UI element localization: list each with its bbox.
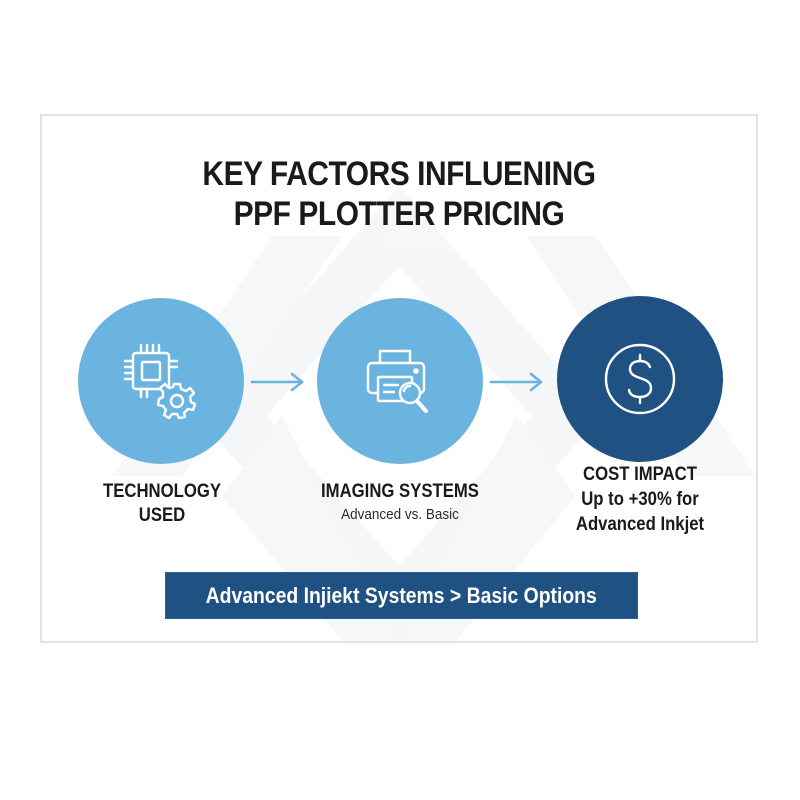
imaging-systems-circle — [317, 298, 483, 464]
cost-impact-line-3: Advanced Inkjet — [575, 514, 705, 535]
cost-impact-heading: COST IMPACT — [583, 464, 697, 485]
infographic-card: KEY FACTORS INFLUENING PPF PLOTTER PRICI… — [40, 114, 758, 643]
imaging-systems-subtitle: Advanced vs. Basic — [341, 506, 459, 523]
title-line-1: KEY FACTORS INFLUENING — [202, 155, 596, 193]
technology-heading-line-1: TECHNOLOGY — [103, 481, 221, 502]
chip-gear-icon — [123, 343, 197, 420]
arrow-right-icon — [489, 372, 543, 392]
printer-magnifier-icon — [366, 349, 428, 413]
technology-circle — [78, 298, 244, 464]
arrow-right-icon — [250, 372, 304, 392]
technology-heading-line-2: USED — [138, 505, 186, 526]
imaging-systems-heading: IMAGING SYSTEMS — [321, 481, 479, 502]
cost-impact-circle — [557, 296, 723, 462]
page-title: KEY FACTORS INFLUENING PPF PLOTTER PRICI… — [85, 154, 713, 234]
imaging-systems-label: IMAGING SYSTEMS Advanced vs. Basic — [280, 480, 520, 526]
summary-banner: Advanced Injiekt Systems > Basic Options — [165, 572, 638, 619]
cost-impact-label: COST IMPACT Up to +30% for Advanced Inkj… — [540, 462, 740, 537]
summary-banner-text: Advanced Injiekt Systems > Basic Options — [205, 582, 598, 608]
cost-impact-line-2: Up to +30% for — [581, 489, 699, 510]
technology-label: TECHNOLOGY USED — [62, 480, 262, 528]
dollar-coin-icon — [604, 343, 676, 415]
title-line-2: PPF PLOTTER PRICING — [233, 195, 565, 233]
